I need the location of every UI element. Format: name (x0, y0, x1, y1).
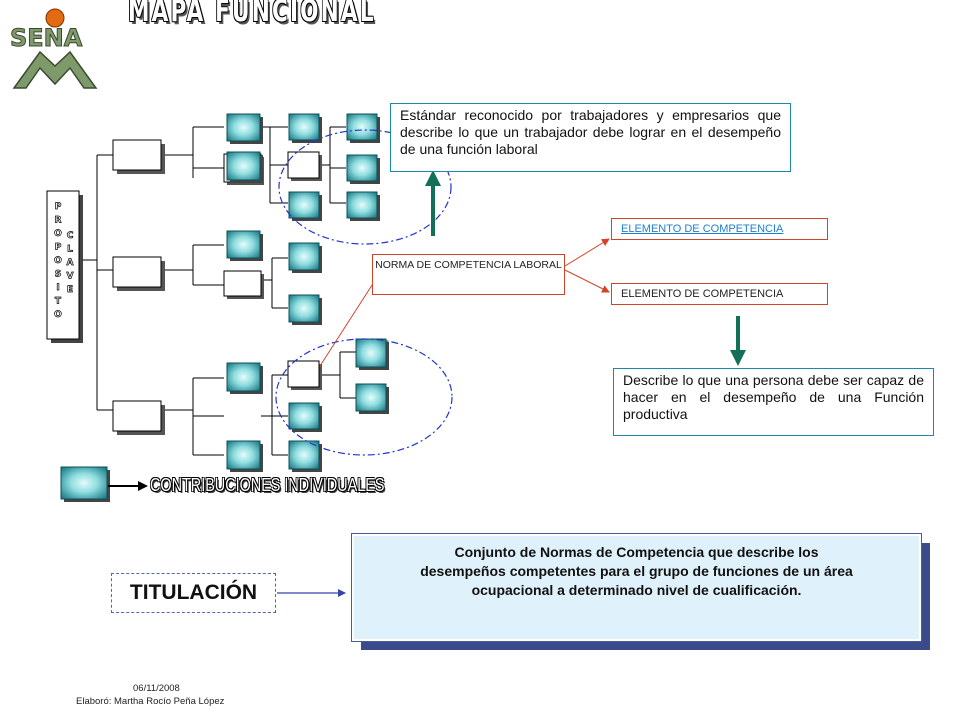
proposito-letter: T (55, 297, 62, 307)
proposito-letter: O (54, 310, 62, 320)
contribution-node (226, 113, 263, 144)
clave-letter: A (67, 258, 74, 268)
contribution-node (288, 294, 322, 325)
proposito-letter: I (56, 283, 59, 293)
contribution-node (346, 113, 380, 143)
contribution-node (226, 440, 263, 472)
function-boxes-level1 (112, 139, 165, 435)
contribuciones-label: CONTRIBUCIONES INDIVIDUALES (150, 475, 385, 495)
footer-date: 06/11/2008 (133, 683, 180, 694)
titulacion-box: TITULACIÓN (111, 573, 276, 613)
elemento-box-link[interactable]: ELEMENTO DE COMPETENCIA (611, 218, 828, 240)
elemento-down-arrow (730, 316, 746, 366)
sena-logo: SENA (10, 8, 98, 89)
contribution-node (355, 383, 389, 414)
clave-letter: C (67, 231, 74, 241)
contribution-node (226, 151, 263, 183)
clave-letter: E (67, 285, 73, 295)
estandar-description: Estándar reconocido por trabajadores y e… (390, 103, 791, 172)
estandar-up-arrow (425, 170, 441, 236)
contribution-node (288, 242, 322, 273)
legend-node (60, 466, 110, 502)
norma-ellipse-bottom (275, 338, 453, 456)
contribution-nodes (60, 113, 389, 502)
contribution-node (346, 191, 380, 221)
norma-connector-line (319, 281, 375, 367)
elemento-arrow-top (564, 238, 610, 267)
contribution-node (288, 440, 322, 472)
proposito-letter: R (55, 216, 62, 226)
tree-connectors (80, 126, 356, 456)
norma-box: NORMA DE COMPETENCIA LABORAL (372, 254, 565, 295)
contribution-node (346, 154, 380, 184)
contribution-node (226, 230, 263, 261)
contribution-node (288, 402, 322, 432)
proposito-letter: P (55, 202, 62, 212)
contribution-node (288, 113, 322, 143)
contribution-node (355, 338, 389, 370)
proposito-letter: S (55, 270, 61, 280)
logo-text: SENA (10, 24, 83, 52)
proposito-letter: P (55, 243, 62, 253)
clave-letter: V (67, 272, 74, 282)
elemento-description: Describe lo que una persona debe ser cap… (613, 368, 934, 436)
proposito-letter: O (54, 229, 62, 239)
clave-letter: L (67, 245, 73, 255)
elemento-arrow-bottom (564, 269, 610, 293)
elemento-box: ELEMENTO DE COMPETENCIA (611, 283, 828, 305)
contribution-node (226, 362, 263, 394)
proposito-letter: O (54, 256, 62, 266)
elemento-link[interactable]: ELEMENTO DE COMPETENCIA (621, 223, 784, 235)
page-title: MAPA FUNCIONAL (128, 0, 376, 29)
contribution-node (288, 191, 322, 221)
footer-author: Elaboró: Martha Rocío Peña López (76, 696, 225, 707)
norma-ellipse-top (278, 129, 452, 245)
function-boxes-level3 (287, 151, 322, 390)
conjunto-box: Conjunto de Normas de Competencia que de… (351, 533, 922, 642)
